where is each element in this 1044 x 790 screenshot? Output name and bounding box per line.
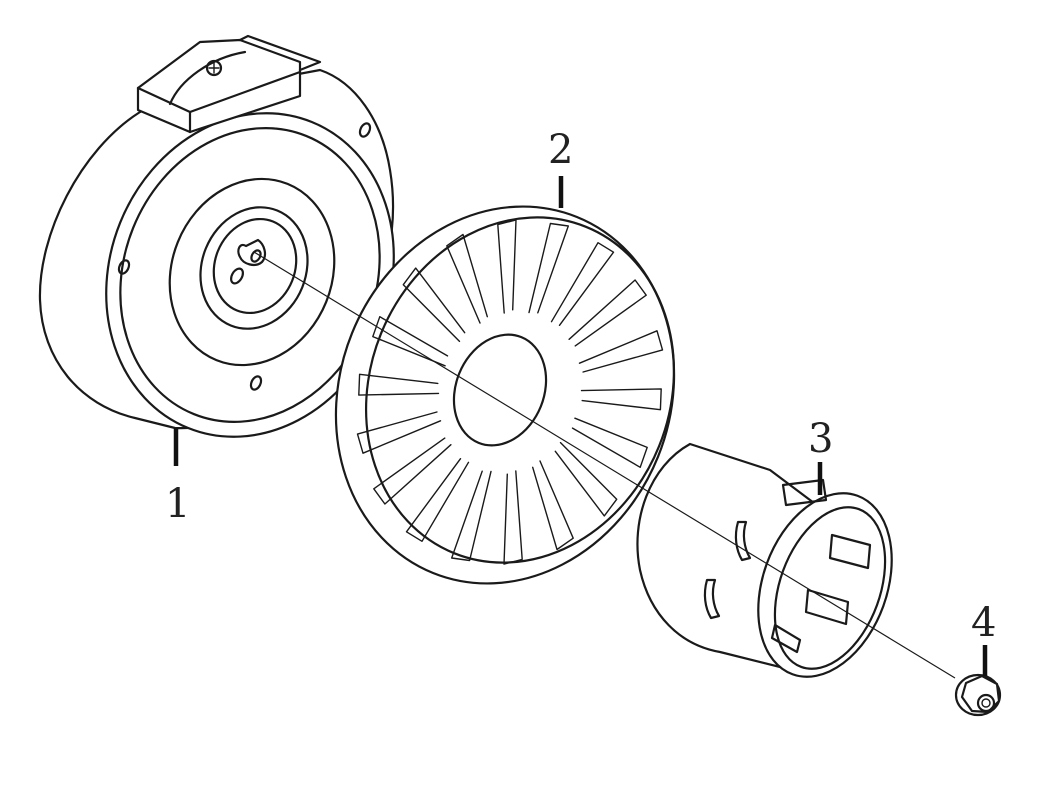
fan-blade [532, 460, 574, 551]
fan-blade [451, 470, 492, 562]
fan-blade [446, 233, 488, 324]
fan-blade [373, 437, 452, 505]
fan-blade [554, 441, 618, 517]
fan-blade [405, 458, 470, 542]
fan-blade [578, 330, 664, 373]
fan-blade [580, 388, 662, 411]
cooling-fan-part [334, 205, 676, 585]
fan-blade [571, 417, 648, 468]
callout-3: 3 [808, 416, 833, 462]
flywheel-part [38, 34, 395, 438]
fan-blade [358, 373, 440, 396]
fan-blade [568, 279, 647, 347]
fan-blade [550, 242, 615, 326]
fan-blade [503, 470, 523, 565]
fan-blade [356, 411, 442, 454]
callout-1: 1 [165, 481, 190, 527]
fan-blade [528, 222, 569, 314]
callout-2: 2 [548, 127, 573, 173]
callout-4: 4 [971, 600, 996, 646]
fan-blade [402, 267, 466, 343]
fan-blade [497, 219, 517, 314]
flange-nut-part [954, 673, 1002, 717]
starter-cup-part [636, 442, 893, 678]
assembly-axis-line [253, 251, 956, 679]
